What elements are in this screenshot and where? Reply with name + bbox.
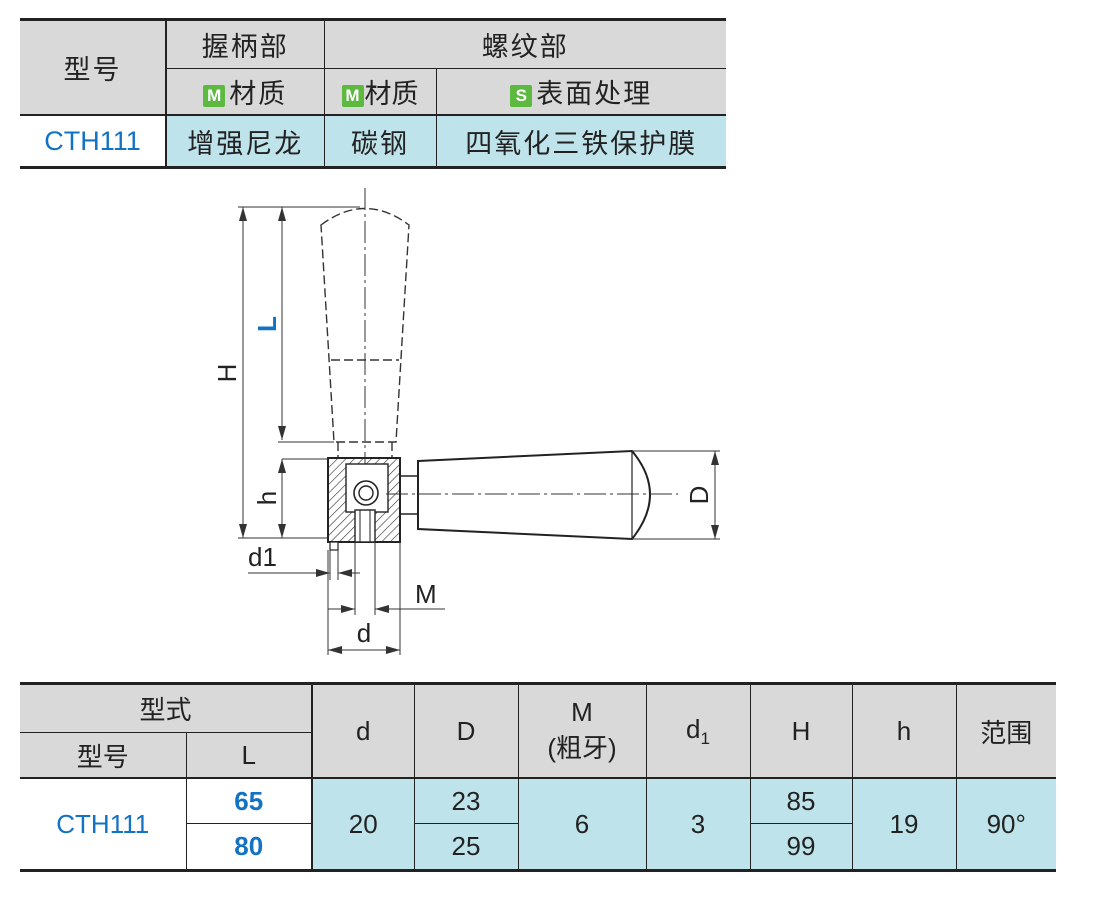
row-h: 19 <box>851 777 956 872</box>
row-thread-material: 碳钢 <box>323 114 436 169</box>
header-h: h <box>851 682 956 778</box>
surface-badge-icon: S <box>510 85 533 107</box>
row-d1: 3 <box>645 777 750 872</box>
header-M: M (粗牙) <box>517 682 646 778</box>
header-model: 型号 <box>20 732 186 778</box>
row-model: CTH111 <box>20 777 186 872</box>
material-badge-icon: M <box>203 85 226 107</box>
label-H: H <box>212 364 242 383</box>
header-D: D <box>413 682 518 778</box>
header-type: 型式 <box>20 682 312 733</box>
label-L: L <box>252 316 282 332</box>
row-surface: 四氧化三铁保护膜 <box>435 114 726 169</box>
label-d: d <box>357 618 371 648</box>
header-d1: d1 <box>645 682 750 778</box>
dimension-table: 型式 d D M (粗牙) d1 H h 范围 型号 L CTH111 65 2… <box>20 682 1056 872</box>
row-M: 6 <box>517 777 646 872</box>
handle-technical-drawing: H L h D d1 M d <box>212 188 720 655</box>
header-range: 范围 <box>955 682 1056 778</box>
header-model: 型号 <box>20 18 166 115</box>
header-H: H <box>749 682 852 778</box>
material-badge-icon: M <box>341 85 364 107</box>
row-model: CTH111 <box>20 114 166 169</box>
label-d1: d1 <box>248 542 277 572</box>
row-grip-material: 增强尼龙 <box>165 114 324 169</box>
row-D-0: 23 <box>413 777 518 824</box>
row-H-1: 99 <box>749 823 852 872</box>
horizontal-grip <box>400 449 651 541</box>
row-H-0: 85 <box>749 777 852 824</box>
label-M: M <box>415 579 437 609</box>
header-grip: 握柄部 <box>165 18 324 69</box>
row-D-1: 25 <box>413 823 518 872</box>
label-D: D <box>684 486 714 505</box>
row-d: 20 <box>311 777 414 872</box>
header-d: d <box>311 682 414 778</box>
row-L-1: 80 <box>185 823 312 872</box>
header-L: L <box>185 732 312 778</box>
hub-block <box>327 457 401 551</box>
label-h: h <box>252 491 282 505</box>
row-L-0: 65 <box>185 777 312 824</box>
dimension-lines <box>238 206 720 655</box>
header-thread: 螺纹部 <box>323 18 726 69</box>
row-range: 90° <box>955 777 1056 872</box>
